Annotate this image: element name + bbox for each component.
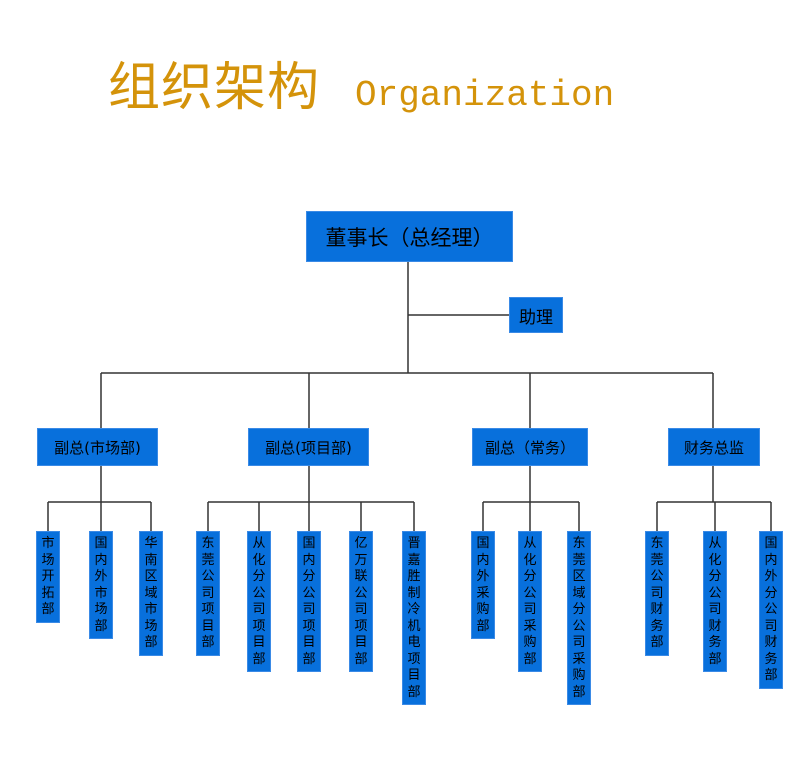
node-dongguan-project[interactable]: 东莞公司项目部 [196,531,220,656]
node-dongguan-finance[interactable]: 东莞公司财务部 [645,531,669,656]
node-domestic-foreign-finance[interactable]: 国内外分公司财务部 [759,531,783,689]
node-vp-marketing[interactable]: 副总(市场部) [37,428,158,466]
node-market-development[interactable]: 市场开拓部 [36,531,60,623]
node-domestic-foreign-market[interactable]: 国内外市场部 [89,531,113,639]
node-jinjiasheng-project[interactable]: 晋嘉胜制冷机电项目部 [402,531,426,705]
node-assistant[interactable]: 助理 [509,297,563,333]
node-conghua-finance[interactable]: 从化分公司财务部 [703,531,727,672]
node-south-china-market[interactable]: 华南区域市场部 [139,531,163,656]
node-vp-projects[interactable]: 副总(项目部) [248,428,369,466]
node-finance-director[interactable]: 财务总监 [668,428,760,466]
node-domestic-project[interactable]: 国内分公司项目部 [297,531,321,672]
node-domestic-foreign-purchasing[interactable]: 国内外采购部 [471,531,495,639]
node-chairman[interactable]: 董事长（总经理） [306,211,513,262]
node-vp-executive[interactable]: 副总（常务） [472,428,588,466]
node-conghua-purchasing[interactable]: 从化分公司采购部 [518,531,542,672]
node-yiwanlian-project[interactable]: 亿万联公司项目部 [349,531,373,672]
node-dongguan-purchasing[interactable]: 东莞区域分公司采购部 [567,531,591,705]
title-english: Organization [355,75,615,116]
title-chinese: 组织架构 [108,58,321,118]
node-conghua-project[interactable]: 从化分公司项目部 [247,531,271,672]
